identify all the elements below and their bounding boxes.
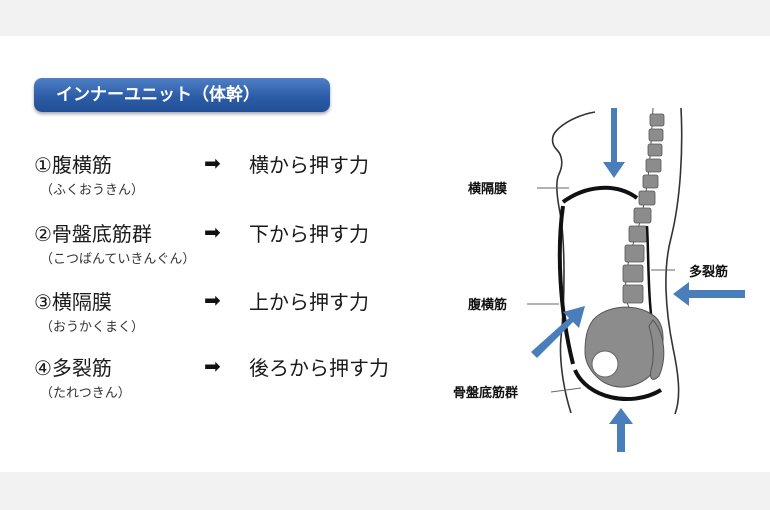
muscle-name: ①腹横筋 [34, 153, 112, 177]
pelvic-floor-line [573, 369, 663, 402]
transversus-line [557, 205, 575, 365]
right-arrow-icon: ➡ [204, 220, 221, 244]
sacrum-shape [648, 319, 665, 380]
muscle-effect: 横から押す力 [249, 153, 369, 177]
section-title: インナーユニット（体幹） [34, 78, 330, 112]
body-outline-front [551, 111, 596, 414]
arrow-up-icon [609, 408, 633, 452]
muscle-name: ③横隔膜 [34, 290, 112, 314]
muscle-name: ④多裂筋 [34, 356, 112, 380]
right-arrow-icon: ➡ [204, 288, 221, 312]
label-transversus: 腹横筋 [468, 297, 507, 313]
muscle-reading: （こつばんていきんぐん） [40, 252, 196, 267]
muscle-effect: 下から押す力 [249, 222, 369, 246]
muscle-reading: （ふくおうきん） [40, 183, 145, 198]
arrow-down-icon [603, 108, 625, 178]
right-arrow-icon: ➡ [204, 151, 221, 175]
pelvis-opening [591, 350, 619, 378]
arrow-left-icon [673, 282, 745, 306]
muscle-effect: 上から押す力 [249, 290, 369, 314]
diaphragm-line [561, 185, 639, 204]
muscle-name: ②骨盤底筋群 [34, 222, 152, 246]
label-pelvic-floor: 骨盤底筋群 [453, 385, 518, 401]
trunk-diagram: 横隔膜 腹横筋 骨盤底筋群 多裂筋 [453, 108, 745, 452]
leader-pelvic-floor [550, 387, 582, 393]
label-multifidus: 多裂筋 [689, 264, 728, 280]
body-outline-back [665, 108, 683, 415]
right-arrow-icon: ➡ [204, 354, 221, 378]
muscle-reading: （おうかくまく） [40, 320, 145, 335]
muscle-reading: （たれつきん） [40, 386, 131, 401]
label-diaphragm: 横隔膜 [468, 181, 507, 197]
slide: インナーユニット（体幹） ①腹横筋 （ふくおうきん） ➡ 横から押す力 ②骨盤底… [0, 36, 770, 472]
spine-vertebrae [622, 113, 665, 304]
arrow-diagonal-icon [531, 306, 585, 358]
muscle-effect: 後ろから押す力 [249, 356, 389, 380]
